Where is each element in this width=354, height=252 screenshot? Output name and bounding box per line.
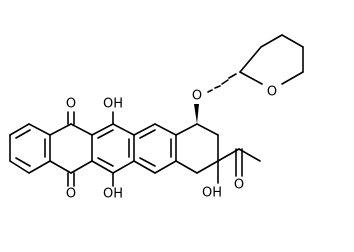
- acetyl-group: [217, 148, 261, 184]
- ring-tetrahydropyran: [239, 34, 304, 85]
- label-quinone-o-top: O: [66, 97, 76, 112]
- label-ether-oxygen: O: [192, 89, 202, 104]
- label-hydroxyl-tertiary: OH: [202, 186, 222, 201]
- label-thp-ring-oxygen: O: [267, 85, 277, 100]
- label-hydroxyl-bottom: OH: [103, 187, 123, 202]
- ring-d-aromatic: [133, 123, 177, 174]
- ring-e-saturated: [175, 123, 219, 174]
- ring-a-benzene: [9, 123, 51, 174]
- stereo-hash-thp: [207, 73, 237, 93]
- stereo-wedge-ether: [194, 104, 199, 124]
- label-hydroxyl-top: OH: [103, 97, 123, 112]
- ring-c-aromatic: [91, 111, 135, 187]
- ring-b-quinone: [49, 111, 93, 187]
- label-quinone-o-bottom: O: [66, 187, 76, 202]
- label-ketone-oxygen: O: [234, 178, 244, 193]
- atom-labels: O O OH OH O O OH O: [66, 85, 277, 202]
